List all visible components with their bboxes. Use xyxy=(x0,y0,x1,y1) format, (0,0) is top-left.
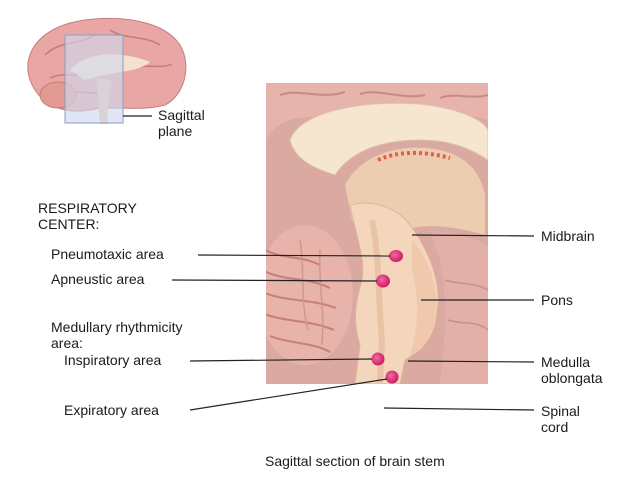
pneumotaxic-area-label: Pneumotaxic area xyxy=(51,246,164,262)
pneumotaxic-area-marker xyxy=(389,250,403,262)
apneustic-area-marker xyxy=(376,274,390,288)
sagittal-section xyxy=(266,83,488,384)
spinal-cord-label: Spinal cord xyxy=(541,403,580,435)
diagram-caption: Sagittal section of brain stem xyxy=(265,453,445,469)
respiratory-center-heading-line1: RESPIRATORY xyxy=(38,200,137,216)
leader-lines xyxy=(171,234,535,411)
inspiratory-leader-line xyxy=(189,358,373,362)
medullary-rhythmicity-area-label: Medullary rhythmicity area: xyxy=(51,319,182,351)
expiratory-area-label: Expiratory area xyxy=(64,402,159,418)
apneustic-area-label: Apneustic area xyxy=(51,271,145,287)
medulla-label-line2: oblongata xyxy=(541,370,603,386)
sagittal-plane-label-line1: Sagittal xyxy=(158,107,205,123)
sagittal-plane-label: Sagittal plane xyxy=(158,107,205,139)
medullary-label-line2: area: xyxy=(51,335,83,351)
respiratory-center-heading-line2: CENTER: xyxy=(38,216,100,232)
midbrain-label: Midbrain xyxy=(541,228,595,244)
spinal-cord-leader-line xyxy=(383,407,535,411)
medulla-leader-line xyxy=(407,360,535,363)
expiratory-area-marker xyxy=(385,370,399,384)
midbrain-leader-line xyxy=(411,234,535,237)
medulla-label-line1: Medulla xyxy=(541,354,591,370)
expiratory-leader-line xyxy=(189,378,388,411)
inspiratory-area-marker xyxy=(371,352,385,366)
medulla-oblongata-label: Medulla oblongata xyxy=(541,354,603,386)
pneumotaxic-leader-line xyxy=(197,254,391,257)
pons-label: Pons xyxy=(541,292,573,308)
spinal-cord-label-line1: Spinal xyxy=(541,403,580,419)
medullary-label-line1: Medullary rhythmicity xyxy=(51,319,183,335)
sagittal-plane-label-line2: plane xyxy=(158,123,193,139)
respiratory-center-heading: RESPIRATORY CENTER: xyxy=(38,200,137,232)
cerebellum xyxy=(266,225,353,365)
inspiratory-area-label: Inspiratory area xyxy=(64,352,162,368)
spinal-cord-label-line2: cord xyxy=(541,419,569,435)
apneustic-leader-line xyxy=(171,279,378,282)
inset-brain xyxy=(27,17,187,124)
